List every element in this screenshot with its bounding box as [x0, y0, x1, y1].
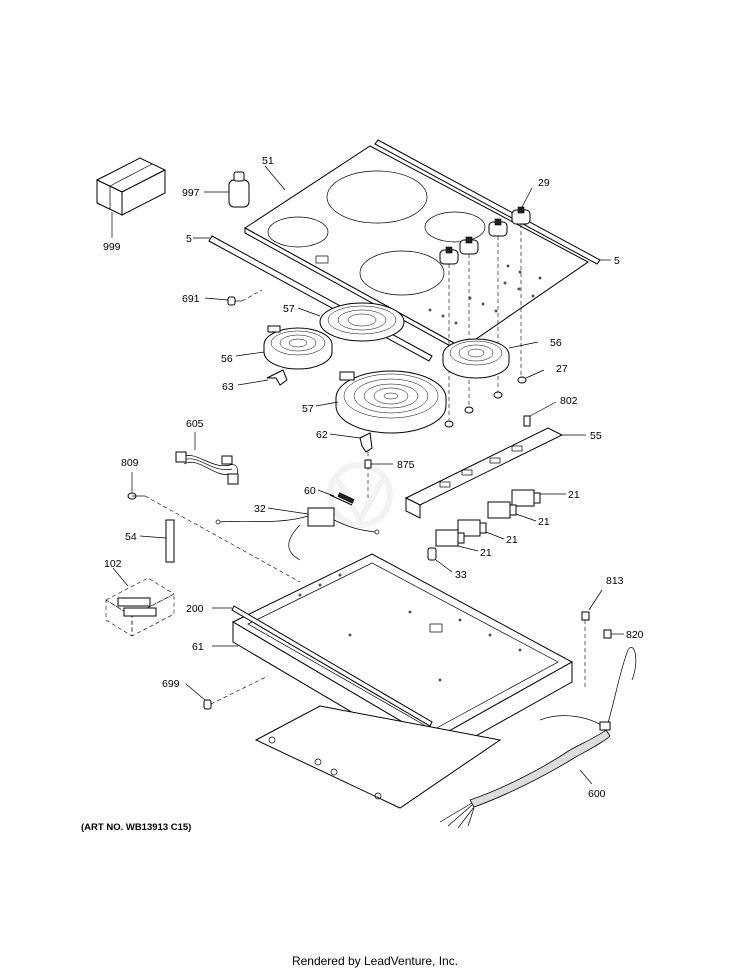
- callout-605: 605: [186, 418, 204, 430]
- callout-820: 820: [626, 629, 644, 641]
- callout-57-large: 57: [302, 403, 314, 415]
- callout-21-d: 21: [480, 547, 492, 559]
- part-56-radiant-element-right: [442, 338, 539, 379]
- callout-62: 62: [316, 429, 328, 441]
- callout-5-right: 5: [614, 255, 620, 267]
- callout-813: 813: [606, 575, 624, 587]
- part-33-sensor: [427, 547, 453, 573]
- footer-credit: Rendered by LeadVenture, Inc.: [291, 954, 459, 968]
- part-809-screw: [127, 472, 301, 583]
- part-102-terminal-block: [105, 567, 175, 637]
- art-number-label: (ART NO. WB13913 C15): [81, 822, 192, 833]
- part-21-infinite-switch-3: [457, 519, 505, 540]
- part-820-screw: [603, 629, 624, 639]
- part-802-screw: [523, 401, 557, 427]
- callout-21-c: 21: [506, 534, 518, 546]
- part-200-gasket: [212, 605, 433, 727]
- callout-102: 102: [104, 558, 122, 570]
- part-63-bracket: [237, 369, 288, 386]
- callout-699: 699: [162, 678, 180, 690]
- bottom-panel: [254, 705, 502, 809]
- part-56-radiant-element-left: [235, 325, 333, 370]
- callout-54: 54: [125, 531, 137, 543]
- callout-997: 997: [182, 187, 200, 199]
- part-54-clip: [139, 519, 175, 563]
- callout-60: 60: [304, 485, 316, 497]
- part-875-fastener: [364, 459, 393, 469]
- callout-691: 691: [182, 293, 200, 305]
- part-21-infinite-switch-2: [487, 501, 537, 522]
- part-21-infinite-switch-1: [511, 489, 566, 507]
- callout-32: 32: [254, 503, 266, 515]
- part-999-box: [95, 157, 167, 238]
- part-691-screw: [204, 289, 263, 306]
- part-605-wire-harness: [175, 432, 239, 485]
- part-29-control-knobs: [439, 187, 533, 420]
- callout-labels: 999 997 51 5 5 29 691 57 56 56 63 27 57 …: [103, 155, 644, 800]
- part-57-radiant-element-top: [297, 302, 405, 342]
- part-57-radiant-element-large: [315, 370, 447, 434]
- part-60-sensor-probe: [317, 489, 355, 506]
- callout-51: 51: [262, 155, 274, 167]
- callout-875: 875: [397, 459, 415, 471]
- callout-21-b: 21: [538, 516, 550, 528]
- part-55-switch-mounting-bracket: [404, 427, 586, 519]
- callout-57-top: 57: [283, 303, 295, 315]
- part-813-screw: [581, 589, 603, 690]
- part-21-infinite-switch-4: [435, 529, 479, 552]
- callout-61: 61: [192, 641, 204, 653]
- callout-56-right: 56: [550, 337, 562, 349]
- part-51-glass-cooktop: [244, 145, 589, 354]
- part-27-spacer: [444, 369, 545, 428]
- callout-200: 200: [186, 603, 204, 615]
- callout-56-left: 56: [221, 353, 233, 365]
- callout-5-left: 5: [186, 233, 192, 245]
- callout-21-a: 21: [568, 489, 580, 501]
- callout-27: 27: [556, 363, 568, 375]
- part-997-cleaner-bottle: [204, 171, 250, 208]
- callout-55: 55: [590, 430, 602, 442]
- callout-29: 29: [538, 177, 550, 189]
- part-699-screw: [185, 675, 269, 710]
- callout-999: 999: [103, 241, 121, 253]
- callout-33: 33: [455, 569, 467, 581]
- part-600-power-cord: [439, 647, 637, 829]
- part-32-limiter: [215, 507, 380, 561]
- callout-802: 802: [560, 395, 578, 407]
- callout-600: 600: [588, 788, 606, 800]
- callout-63: 63: [222, 381, 234, 393]
- callout-809: 809: [121, 457, 139, 469]
